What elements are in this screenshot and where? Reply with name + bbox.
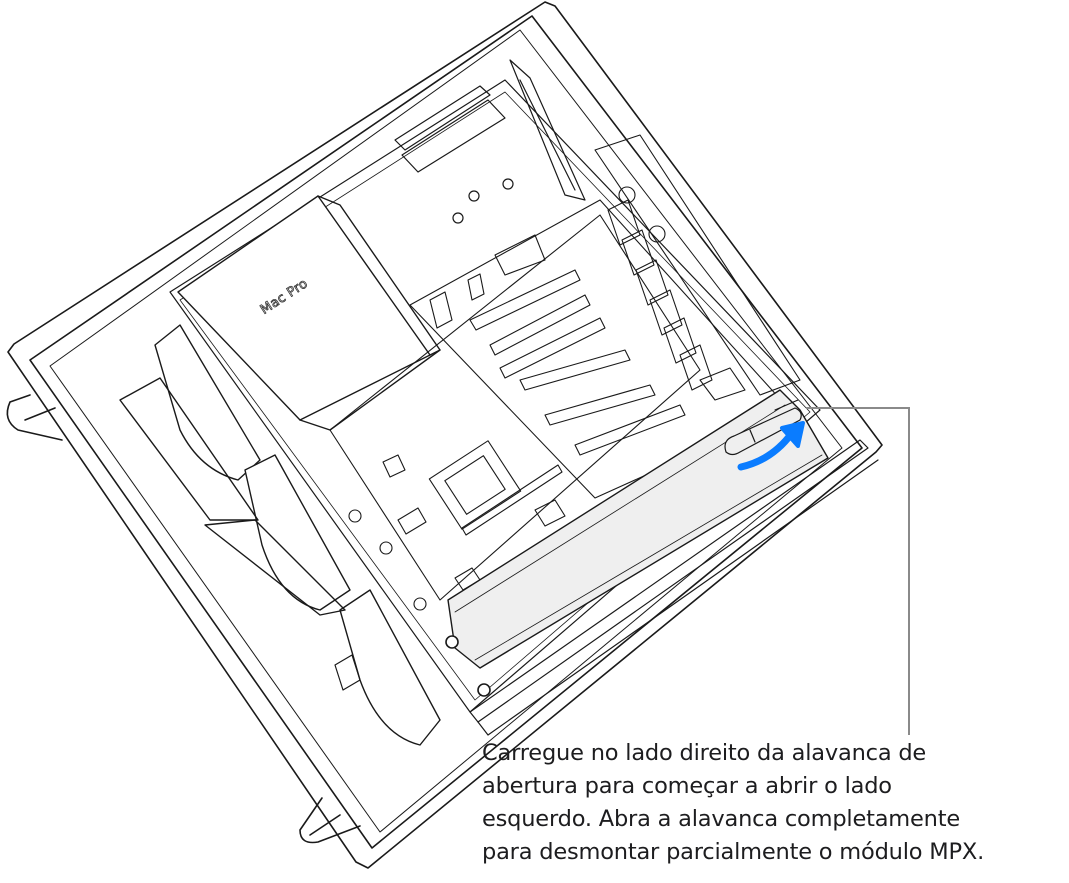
fan-modules	[119, 324, 441, 746]
callout-line	[806, 407, 910, 735]
rotate-arrow-icon	[737, 421, 805, 471]
release-lever	[724, 399, 802, 456]
chassis-frame	[7, 1, 883, 869]
caption-line: esquerdo. Abra a alavanca completamente	[482, 806, 960, 832]
logic-board	[329, 214, 701, 611]
mpx-module	[445, 389, 829, 697]
inner-floor	[169, 79, 821, 713]
caption-line: Carregue no lado direito da alavanca de	[482, 740, 927, 766]
instruction-caption: Carregue no lado direito da alavanca de …	[482, 737, 1062, 869]
rear-io-panel	[394, 59, 586, 224]
front-bezel	[334, 439, 879, 736]
caption-line: para desmontar parcialmente o módulo MPX…	[482, 839, 985, 865]
caption-line: abertura para começar a abrir o lado	[482, 773, 892, 799]
pcie-brackets	[594, 134, 801, 401]
handle-left	[6, 394, 361, 844]
